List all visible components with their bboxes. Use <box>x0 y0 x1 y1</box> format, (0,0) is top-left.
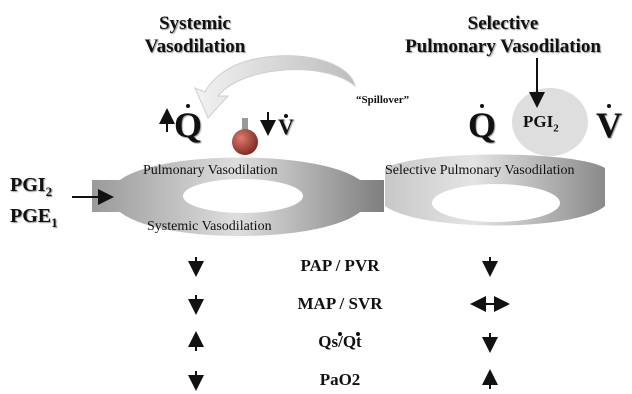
qt-dot-mark <box>356 332 361 336</box>
param-pao2: PaO2 <box>319 370 361 389</box>
left-vessel-shape <box>92 157 384 236</box>
right-title: Selective Pulmonary Vasodilation <box>378 12 628 58</box>
left-title: Systemic Vasodilation <box>115 12 275 58</box>
right-drug-label: PGI2 <box>523 112 559 135</box>
drug-pge1: PGE1 <box>10 205 58 230</box>
left-title-line1: Systemic <box>159 13 231 34</box>
right-title-line2: Pulmonary Vasodilation <box>405 36 601 57</box>
spillover-arrow <box>194 55 356 119</box>
left-vessel-label-top: Pulmonary Vasodilation <box>143 163 278 178</box>
param-qs-qt: Qs/Qt <box>318 332 362 351</box>
left-vessel-label-bottom: Systemic Vasodilation <box>147 219 272 234</box>
drug-pgi2: PGI2 <box>10 174 53 199</box>
spillover-label: “Spillover” <box>356 94 410 106</box>
right-title-line1: Selective <box>467 13 539 34</box>
right-flow-symbol: Q <box>468 104 497 145</box>
parameter-arrows <box>188 257 510 391</box>
right-vessel-shape <box>385 154 605 226</box>
left-title-line2: Vasodilation <box>144 36 246 57</box>
left-drug-labels: PGI2 PGE1 <box>10 173 58 235</box>
left-flow-symbol: Q <box>174 104 203 145</box>
right-vessel-label-top: Selective Pulmonary Vasodilation <box>385 163 575 178</box>
param-pap-pvr: PAP / PVR <box>300 256 380 275</box>
left-vent-symbol: V <box>278 114 294 139</box>
param-map-svr: MAP / SVR <box>297 294 383 313</box>
bulb-icon <box>232 118 258 155</box>
right-vent-symbol: V <box>596 104 622 145</box>
